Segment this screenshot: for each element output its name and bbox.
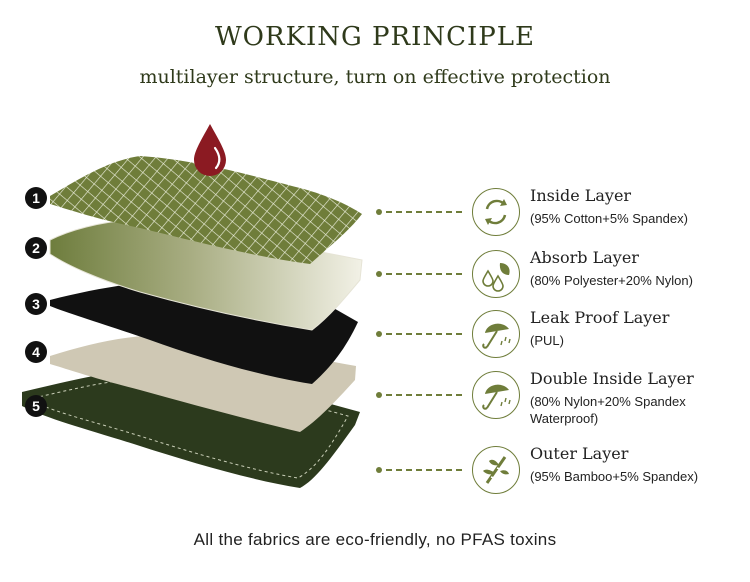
- page-subtitle: multilayer structure, turn on effective …: [139, 66, 611, 88]
- connector-dot: [376, 271, 382, 277]
- droplets-leaf-icon: [472, 250, 520, 298]
- legend-row-absorb-layer: Absorb Layer (80% Polyester+20% Nylon): [376, 248, 748, 298]
- umbrella-icon: [472, 310, 520, 358]
- layer-number-2: 2: [25, 237, 47, 259]
- layer-name: Absorb Layer: [530, 248, 639, 267]
- connector-dot: [376, 467, 382, 473]
- legend-row-inside-layer: Inside Layer (95% Cotton+5% Spandex): [376, 186, 748, 236]
- legend-row-outer-layer: Outer Layer (95% Bamboo+5% Spandex): [376, 444, 748, 494]
- connector-line: [386, 333, 462, 335]
- layer-description: (80% Polyester+20% Nylon): [530, 273, 693, 288]
- layer-description: (PUL): [530, 333, 564, 348]
- inside-layer-shape: [50, 156, 362, 264]
- footer-note: All the fabrics are eco-friendly, no PFA…: [193, 530, 557, 549]
- layer-number-1: 1: [25, 187, 47, 209]
- page-title: WORKING PRINCIPLE: [214, 22, 536, 52]
- layer-number-3: 3: [25, 293, 47, 315]
- layer-description: (80% Nylon+20% Spandex Waterproof): [530, 394, 686, 426]
- layer-description: (95% Cotton+5% Spandex): [530, 211, 688, 226]
- legend-row-leak-proof-layer: Leak Proof Layer (PUL): [376, 308, 748, 358]
- connector-dot: [376, 392, 382, 398]
- layer-description: (95% Bamboo+5% Spandex): [530, 469, 699, 484]
- connector-line: [386, 469, 462, 471]
- layer-name: Outer Layer: [530, 444, 629, 463]
- connector-line: [386, 211, 462, 213]
- connector-line: [386, 394, 462, 396]
- layer-name: Leak Proof Layer: [530, 308, 670, 327]
- layer-number-4: 4: [25, 341, 47, 363]
- bamboo-icon: [472, 446, 520, 494]
- layer-number-5: 5: [25, 395, 47, 417]
- legend-row-double-inside-layer: Double Inside Layer (80% Nylon+20% Spand…: [376, 369, 748, 426]
- layer-name: Inside Layer: [530, 186, 632, 205]
- connector-dot: [376, 209, 382, 215]
- recycle-arrows-icon: [472, 188, 520, 236]
- connector-dot: [376, 331, 382, 337]
- umbrella-icon: [472, 371, 520, 419]
- water-drop-icon: [194, 124, 226, 176]
- connector-line: [386, 273, 462, 275]
- layer-name: Double Inside Layer: [530, 369, 694, 388]
